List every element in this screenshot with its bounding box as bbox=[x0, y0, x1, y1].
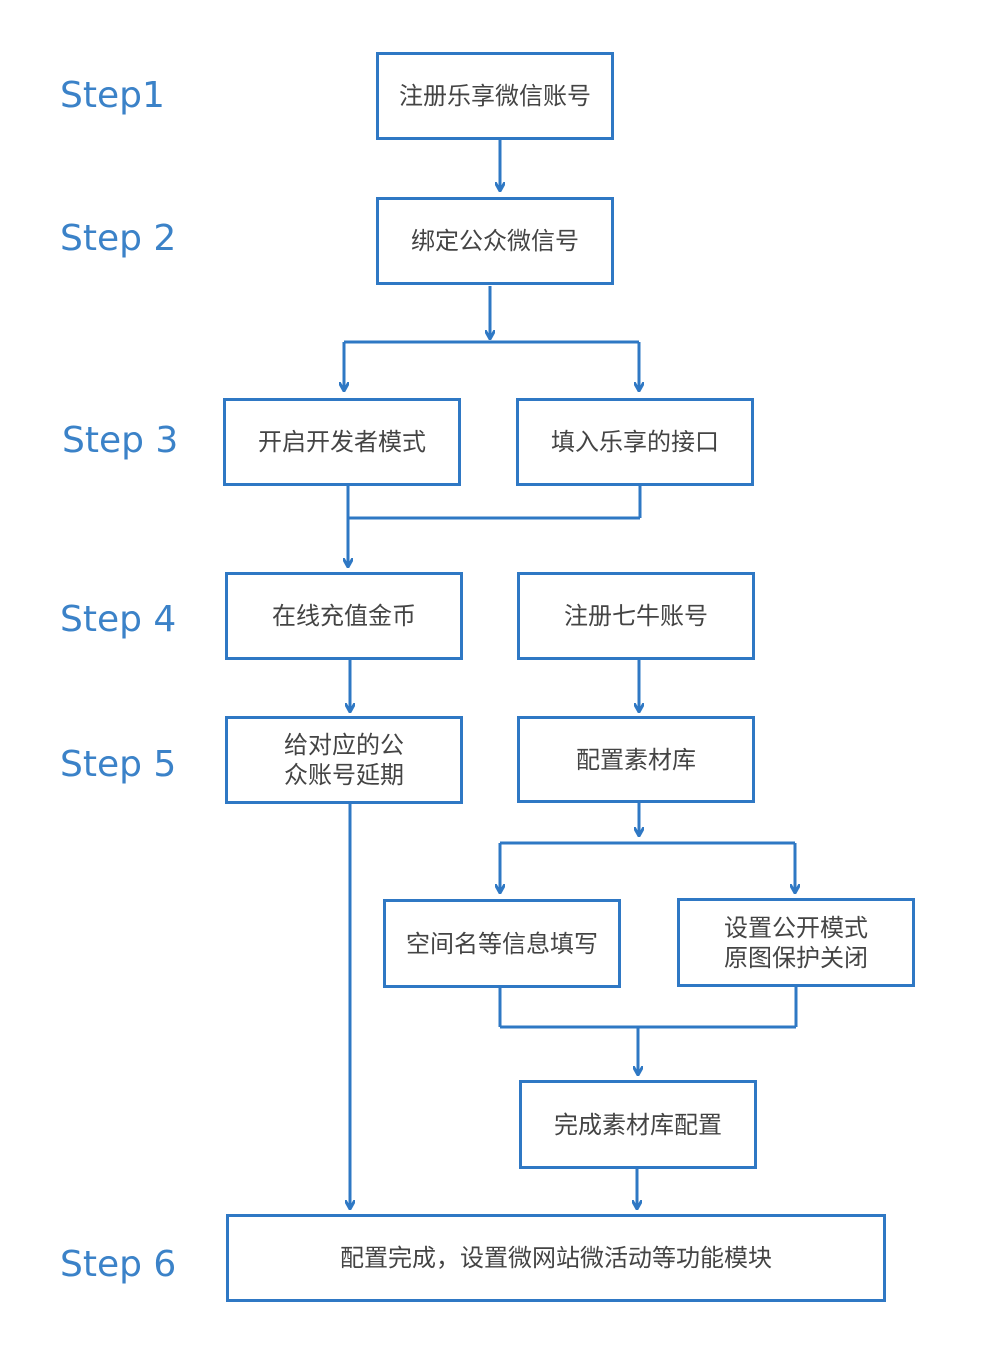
box-complete-media-config: 完成素材库配置 bbox=[519, 1080, 757, 1169]
box-configure-media-library: 配置素材库 bbox=[517, 716, 755, 803]
step-label-6: Step 6 bbox=[60, 1244, 177, 1285]
box-register-lexiang: 注册乐享微信账号 bbox=[376, 52, 614, 140]
box-register-qiniu: 注册七牛账号 bbox=[517, 572, 755, 660]
box-fill-space-info: 空间名等信息填写 bbox=[383, 899, 621, 988]
step-label-5: Step 5 bbox=[60, 744, 177, 785]
box-extend-public-account: 给对应的公 众账号延期 bbox=[225, 716, 463, 804]
step-label-1: Step1 bbox=[60, 75, 165, 116]
box-enable-developer-mode: 开启开发者模式 bbox=[223, 398, 461, 486]
box-fill-lexiang-api: 填入乐享的接口 bbox=[516, 398, 754, 486]
step-label-3: Step 3 bbox=[62, 420, 179, 461]
box-bind-public-account: 绑定公众微信号 bbox=[376, 197, 614, 285]
box-recharge-coins: 在线充值金币 bbox=[225, 572, 463, 660]
step-label-2: Step 2 bbox=[60, 218, 177, 259]
step-label-4: Step 4 bbox=[60, 599, 177, 640]
box-final-setup: 配置完成，设置微网站微活动等功能模块 bbox=[226, 1214, 886, 1302]
box-set-public-mode: 设置公开模式 原图保护关闭 bbox=[677, 898, 915, 987]
